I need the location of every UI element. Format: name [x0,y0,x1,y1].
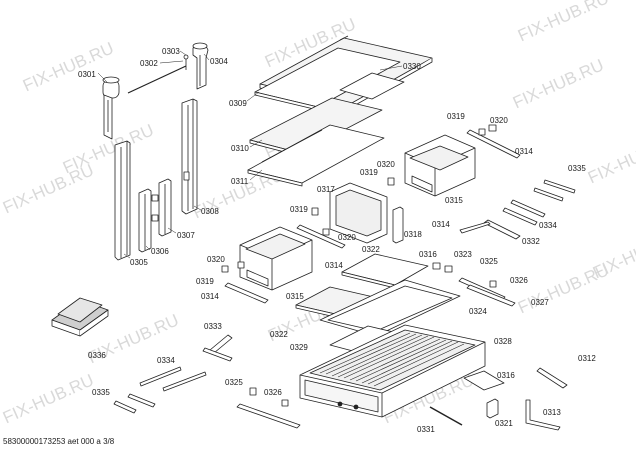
label-0331: 0331 [417,425,435,434]
part-0327[interactable] [466,284,516,307]
label-0314: 0314 [432,220,450,229]
part-0328[interactable] [299,324,486,418]
label-0318: 0318 [404,230,422,239]
part-0314-left-slide[interactable] [221,261,269,304]
part-0323[interactable] [432,262,453,273]
label-0313: 0313 [543,408,561,417]
label-0322: 0322 [270,330,288,339]
label-0328: 0328 [494,337,512,346]
label-0302: 0302 [140,59,158,68]
label-0316: 0316 [419,250,437,259]
label-0303: 0303 [162,47,180,56]
part-0335-left[interactable] [113,393,156,414]
part-0320-clip[interactable] [322,228,330,236]
part-0309[interactable] [254,47,405,111]
label-0317: 0317 [317,185,335,194]
label-0319: 0319 [196,277,214,286]
label-0332: 0332 [522,237,540,246]
part-0316-bottom[interactable] [463,370,505,391]
label-0330: 0330 [403,62,421,71]
label-0335: 0335 [568,164,586,173]
label-0321: 0321 [495,419,513,428]
part-0333[interactable] [202,334,233,362]
label-0325: 0325 [225,378,243,387]
label-0319: 0319 [447,112,465,121]
part-0302[interactable] [127,65,187,94]
label-0336: 0336 [88,351,106,360]
label-0319: 0319 [360,168,378,177]
part-0326[interactable] [489,280,497,288]
label-0314: 0314 [515,147,533,156]
part-0326-left[interactable] [236,399,301,429]
part-0324[interactable] [319,279,461,337]
part-0334-left[interactable] [139,366,207,392]
part-0336[interactable] [51,297,109,337]
label-0315: 0315 [445,196,463,205]
label-0310: 0310 [231,144,249,153]
label-0307: 0307 [177,231,195,240]
part-0313[interactable] [525,399,561,431]
part-0312[interactable] [536,367,568,389]
label-0320: 0320 [490,116,508,125]
part-0303[interactable] [183,54,189,70]
label-0327: 0327 [531,298,549,307]
part-0314[interactable] [466,124,521,159]
part-0334[interactable] [502,199,546,226]
label-0333: 0333 [204,322,222,331]
label-0301: 0301 [78,70,96,79]
part-0311[interactable] [247,124,385,187]
label-0306: 0306 [151,247,169,256]
label-0315: 0315 [286,292,304,301]
part-0301[interactable] [102,76,120,140]
part-0319-screw[interactable] [311,177,395,216]
part-0335[interactable] [533,179,576,202]
label-0312: 0312 [578,354,596,363]
label-0335: 0335 [92,388,110,397]
part-0332[interactable] [459,219,521,240]
label-0309: 0309 [229,99,247,108]
label-0319: 0319 [290,205,308,214]
label-0320: 0320 [377,160,395,169]
part-0305[interactable] [114,140,131,261]
label-0308: 0308 [201,207,219,216]
label-0314: 0314 [201,292,219,301]
part-0321[interactable] [486,398,499,419]
label-0323: 0323 [454,250,472,259]
label-0311: 0311 [231,177,249,186]
label-0324: 0324 [469,307,487,316]
label-0326: 0326 [264,388,282,397]
label-0320: 0320 [338,233,356,242]
drawing-id-footer: 58300000173253 aet 000 a 3/8 [3,437,115,446]
label-0314: 0314 [325,261,343,270]
part-0308[interactable] [181,98,198,215]
label-0334: 0334 [157,356,175,365]
label-0334: 0334 [539,221,557,230]
part-0331[interactable] [429,406,463,426]
label-0326: 0326 [510,276,528,285]
label-0329: 0329 [290,343,308,352]
label-0320: 0320 [207,255,225,264]
label-0305: 0305 [130,258,148,267]
part-0304[interactable] [192,42,209,90]
part-0315-left[interactable] [239,226,313,291]
part-0306[interactable] [138,188,152,253]
part-0318[interactable] [392,206,404,244]
label-0322: 0322 [362,245,380,254]
label-0325: 0325 [480,257,498,266]
part-0325-left[interactable] [249,387,257,396]
label-0304: 0304 [210,57,228,66]
part-0314-slide[interactable] [296,224,346,249]
label-0316: 0316 [497,371,515,380]
part-0317[interactable] [329,182,388,244]
part-0307[interactable] [151,178,172,237]
part-0315[interactable] [404,134,476,197]
